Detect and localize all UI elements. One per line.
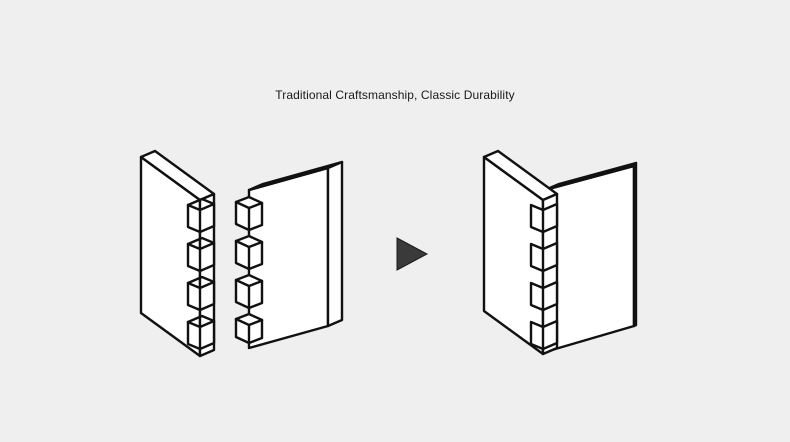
pins-board-side: [326, 160, 344, 328]
assembled-pins-side: [632, 161, 638, 328]
pins: [234, 195, 264, 345]
left-tails: [186, 197, 216, 351]
left-board-tails: [139, 149, 216, 358]
assembled-joint: [482, 149, 638, 356]
right-board-pins: [234, 160, 344, 350]
assembled-tails: [529, 202, 559, 351]
play-arrow-icon: [396, 237, 429, 271]
assembled-pins-face: [543, 164, 636, 354]
caption-text: Traditional Craftsmanship, Classic Durab…: [275, 88, 515, 102]
